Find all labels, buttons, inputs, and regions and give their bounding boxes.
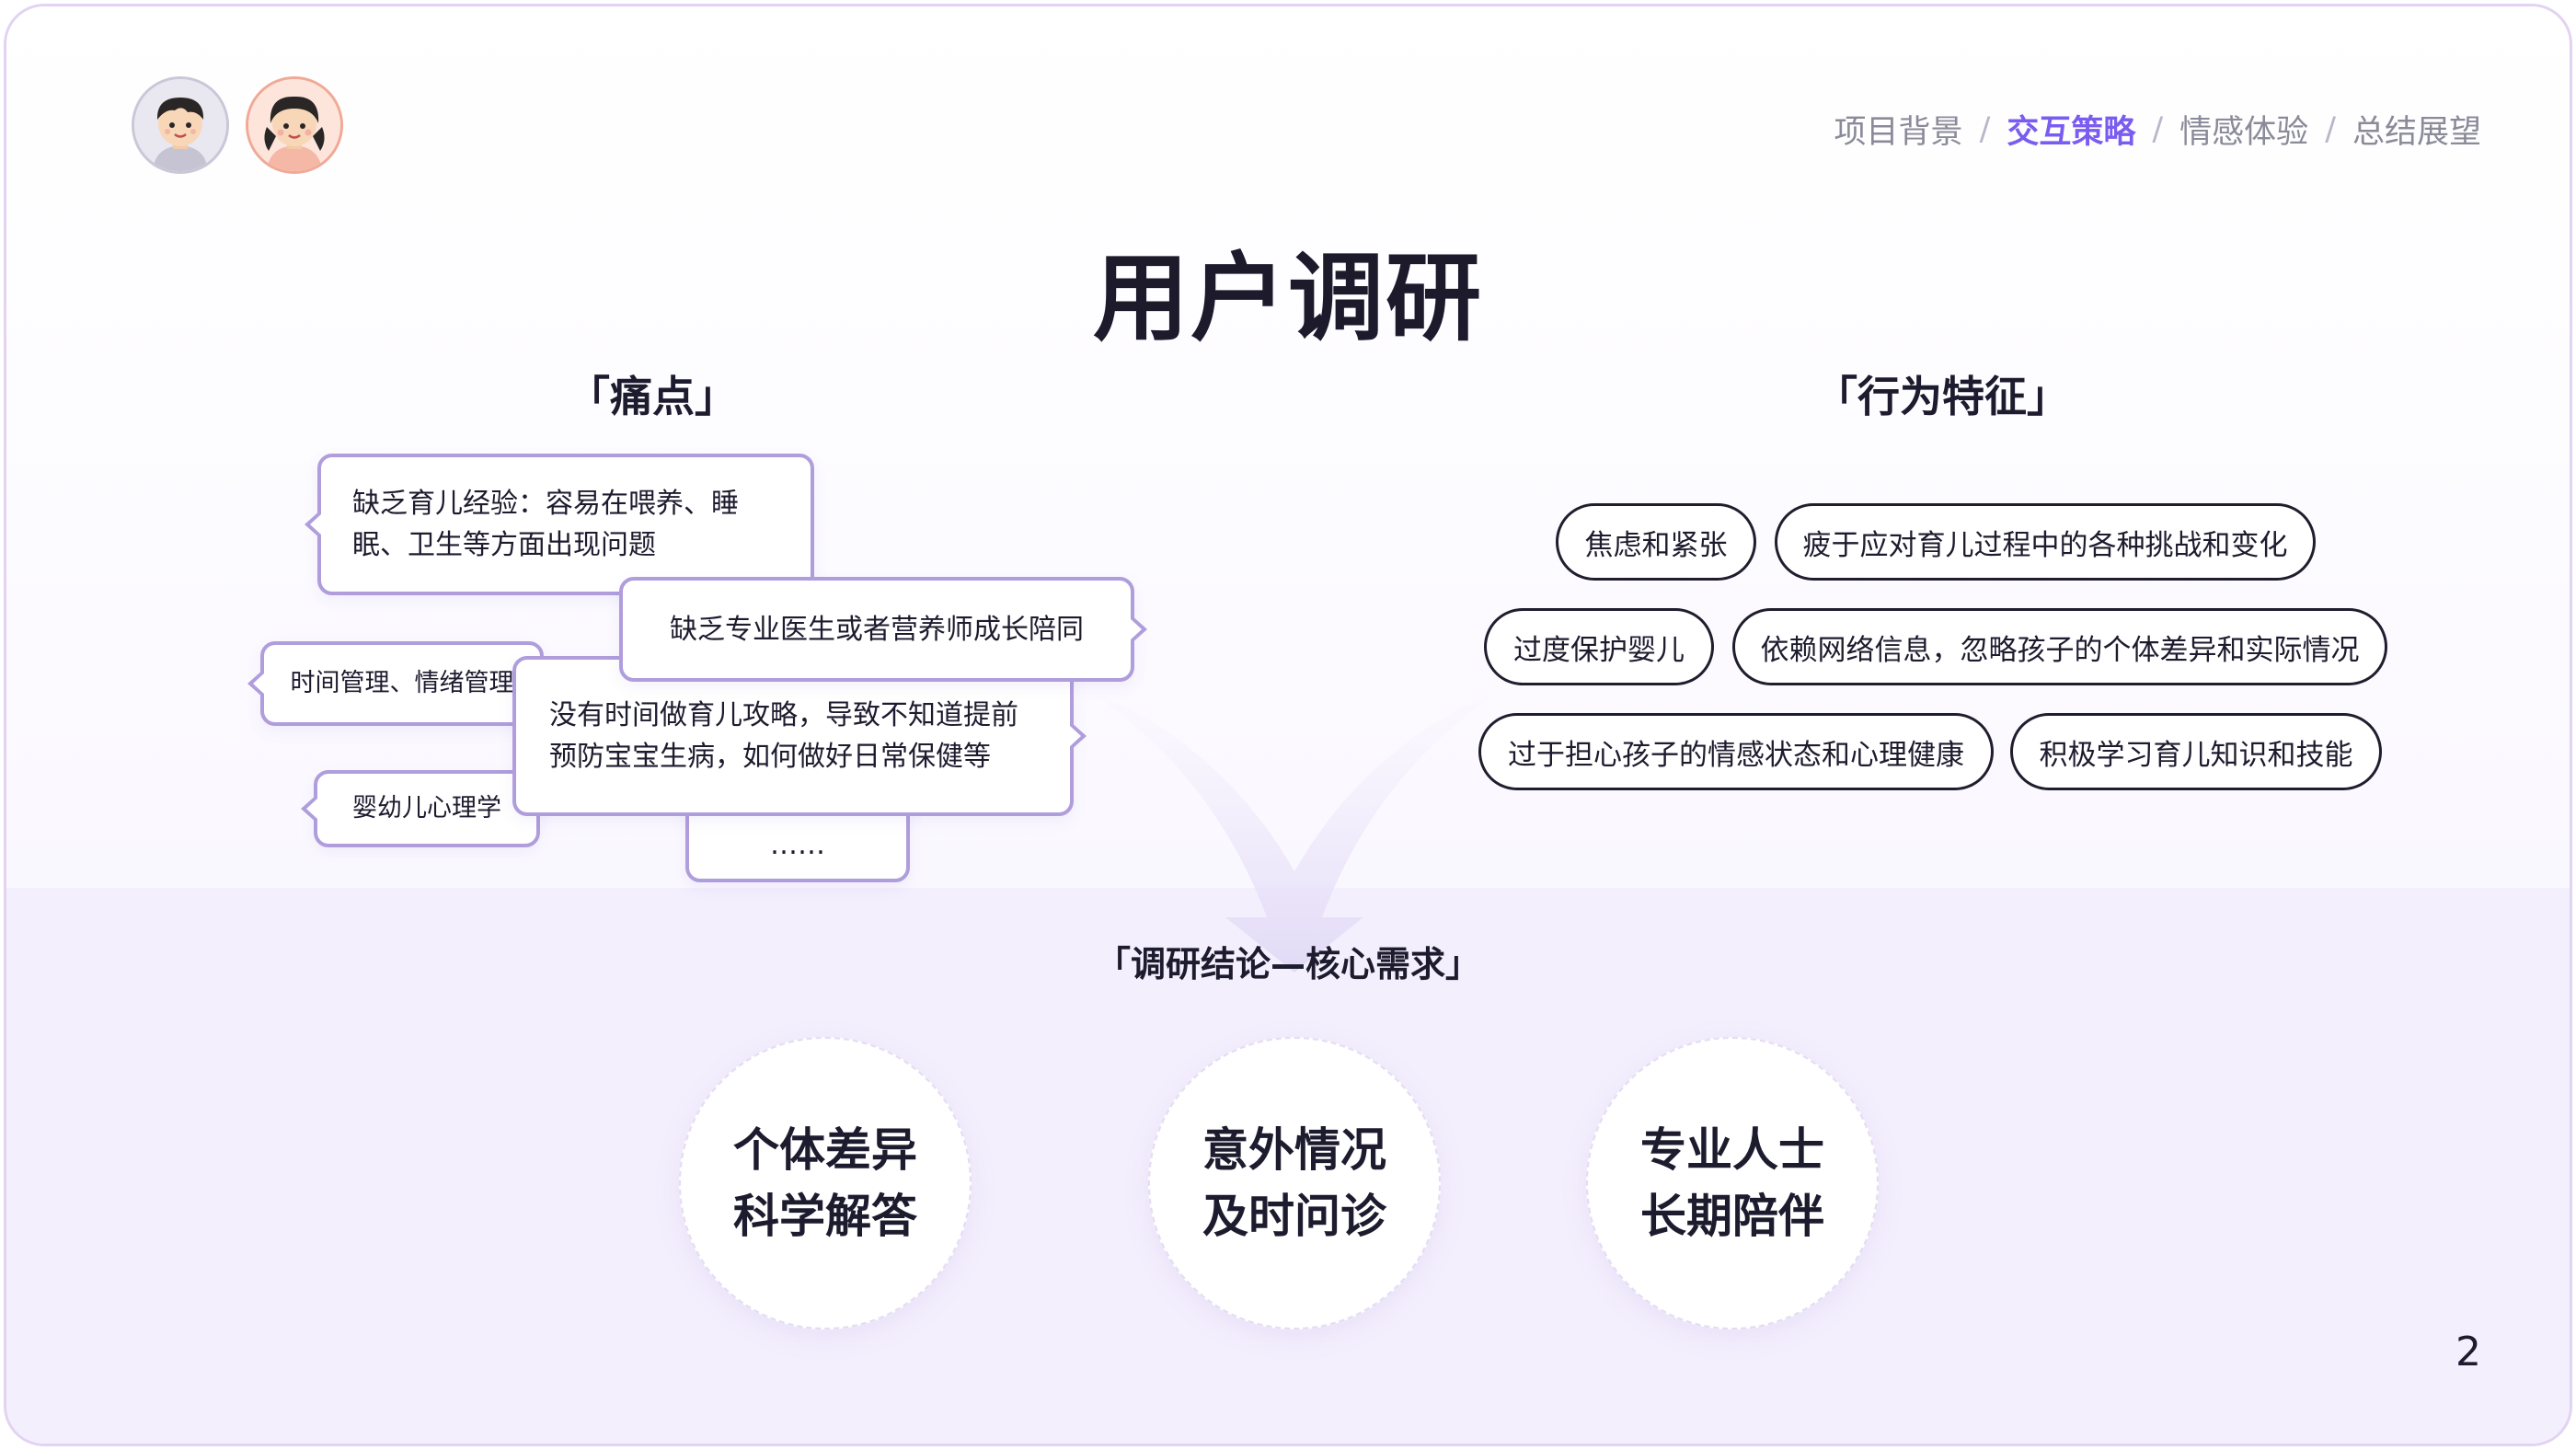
need-line: 专业人士 xyxy=(1640,1122,1824,1177)
bubble-line: 缺乏育儿经验：容易在喂养、睡 xyxy=(352,488,739,520)
pain-bubble-psychology: 婴幼儿心理学 xyxy=(301,770,540,847)
pain-bubble-professional: 缺乏专业医生或者营养师成长陪同 xyxy=(619,577,1147,682)
breadcrumb: 项目背景 / 交互策略 / 情感体验 / 总结展望 xyxy=(1834,106,2481,153)
breadcrumb-item-background[interactable]: 项目背景 xyxy=(1834,114,1963,151)
breadcrumb-separator: / xyxy=(2325,110,2336,148)
need-line: 及时问诊 xyxy=(1202,1190,1386,1243)
behavior-tag: 积极学习育儿知识和技能 xyxy=(2010,713,2382,790)
bubble-line: 眠、卫生等方面出现问题 xyxy=(352,529,656,561)
core-need-long-term-companionship: 专业人士 长期陪伴 xyxy=(1586,1037,1879,1329)
need-line: 意外情况 xyxy=(1202,1122,1386,1177)
need-line: 个体差异 xyxy=(733,1122,917,1177)
breadcrumb-separator: / xyxy=(2152,110,2164,148)
breadcrumb-item-summary[interactable]: 总结展望 xyxy=(2352,114,2481,151)
core-need-timely-consultation: 意外情况 及时问诊 xyxy=(1148,1037,1441,1329)
bubble-line: 预防宝宝生病，如何做好日常保健等 xyxy=(549,741,991,773)
breadcrumb-item-interaction-strategy[interactable]: 交互策略 xyxy=(2007,114,2136,151)
pain-bubble-no-time: 没有时间做育儿攻略，导致不知道提前 预防宝宝生病，如何做好日常保健等 xyxy=(512,656,1087,816)
bubble-line: 缺乏专业医生或者营养师成长陪同 xyxy=(670,613,1084,646)
bubble-line: 时间管理、情绪管理 xyxy=(290,668,514,697)
breadcrumb-item-emotional-experience[interactable]: 情感体验 xyxy=(2179,114,2309,151)
behaviors-heading: 「行为特征」 xyxy=(1815,372,2069,421)
pain-bubble-experience: 缺乏育儿经验：容易在喂养、睡 眠、卫生等方面出现问题 xyxy=(305,454,814,595)
behavior-tag: 过于担心孩子的情感状态和心理健康 xyxy=(1478,713,1994,790)
girl-avatar-icon xyxy=(246,76,343,174)
behavior-tag: 依赖网络信息，忽略孩子的个体差异和实际情况 xyxy=(1732,608,2387,685)
core-need-individual-differences: 个体差异 科学解答 xyxy=(679,1037,972,1329)
need-line: 科学解答 xyxy=(733,1190,917,1243)
behavior-tag: 过度保护婴儿 xyxy=(1484,608,1714,685)
down-arrow-icon xyxy=(1083,687,1506,972)
breadcrumb-separator: / xyxy=(1979,110,1991,148)
conclusion-heading: 「调研结论—核心需求」 xyxy=(1095,944,1480,984)
pain-bubble-time-management: 时间管理、情绪管理 xyxy=(247,641,544,726)
behavior-tag: 焦虑和紧张 xyxy=(1556,503,1756,581)
boy-avatar-icon xyxy=(132,76,229,174)
slide: 项目背景 / 交互策略 / 情感体验 / 总结展望 用户调研 「痛点」 「行为特… xyxy=(4,4,2572,1446)
page-number: 2 xyxy=(2455,1329,2481,1375)
page-title: 用户调研 xyxy=(1092,242,1483,354)
bubble-line: …… xyxy=(770,828,825,861)
bubble-line: 没有时间做育儿攻略，导致不知道提前 xyxy=(549,699,1018,731)
bubble-line: 婴幼儿心理学 xyxy=(352,793,501,823)
need-line: 长期陪伴 xyxy=(1640,1190,1824,1243)
pain-points-heading: 「痛点」 xyxy=(568,372,737,421)
pain-bubble-more: …… xyxy=(685,807,910,882)
behavior-tag: 疲于应对育儿过程中的各种挑战和变化 xyxy=(1775,503,2316,581)
